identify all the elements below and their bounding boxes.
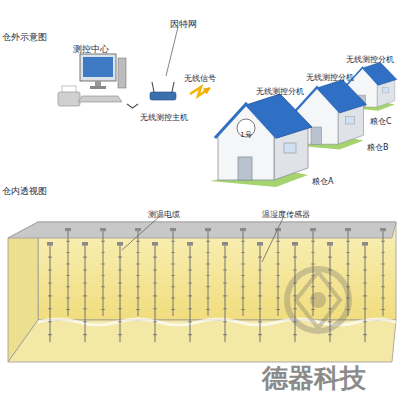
antenna bbox=[152, 82, 154, 92]
logo-diamond bbox=[296, 272, 340, 328]
cable bbox=[222, 242, 228, 342]
text-holder: 无线测控分机 bbox=[256, 80, 304, 98]
granary-label: 粮仓B bbox=[367, 144, 389, 153]
label-holder: 温湿度传感器 bbox=[262, 203, 310, 221]
logo-core bbox=[310, 292, 326, 308]
granary-interior bbox=[8, 222, 396, 362]
node-label: 无线测控分机 bbox=[346, 56, 394, 65]
label-holder: 测温电缆 bbox=[148, 203, 180, 221]
temperature-cables bbox=[47, 228, 386, 342]
cable bbox=[170, 228, 176, 316]
cable bbox=[82, 242, 88, 342]
computer bbox=[78, 54, 126, 102]
cable bbox=[187, 242, 193, 342]
antenna bbox=[172, 82, 174, 92]
text-holder: 无线测控分机 bbox=[306, 66, 354, 84]
watermark-logo bbox=[287, 269, 349, 331]
keyboard bbox=[78, 96, 122, 102]
network-label: 因特网 bbox=[170, 20, 197, 30]
node-label: 无线测控分机 bbox=[306, 74, 354, 83]
node-label: 无线测控主机 bbox=[140, 114, 188, 123]
cable bbox=[135, 228, 141, 316]
granary-station: 无线测控分机粮仓B bbox=[286, 64, 394, 155]
leader-line bbox=[166, 27, 178, 76]
printer bbox=[58, 86, 80, 106]
label-holder: 因特网 bbox=[170, 13, 197, 31]
granary-label: 粮仓C bbox=[370, 118, 392, 127]
cable bbox=[275, 228, 281, 316]
cable bbox=[47, 242, 53, 342]
router bbox=[150, 82, 176, 100]
cable bbox=[65, 228, 71, 316]
cable bbox=[152, 242, 158, 342]
granary-station: 无线测控分机 1号粮仓A bbox=[210, 78, 338, 189]
number-label: 1号 bbox=[240, 132, 251, 140]
edge-label-holder: 无线信号 bbox=[182, 67, 218, 85]
leader-line bbox=[122, 216, 160, 250]
section-heading: 仓外示意图 bbox=[2, 33, 47, 43]
monitor bbox=[80, 54, 116, 81]
cable bbox=[100, 228, 106, 316]
cable bbox=[257, 242, 263, 342]
text-holder: 粮仓B bbox=[367, 136, 389, 154]
node-label: 测控中心 bbox=[73, 45, 109, 55]
monitor-stand bbox=[95, 81, 101, 86]
text-holder: 测控中心 bbox=[73, 38, 109, 56]
watermark: 德器科技 bbox=[262, 364, 366, 393]
screen bbox=[83, 57, 113, 77]
section-heading: 仓内透视图 bbox=[2, 187, 47, 197]
control-center: 测控中心 bbox=[55, 38, 127, 120]
node-label: 无线测控分机 bbox=[256, 88, 304, 97]
label-holder: 德器科技 bbox=[262, 364, 366, 393]
granary-label: 粮仓A bbox=[312, 178, 333, 187]
text-holder: 粮仓A bbox=[312, 170, 333, 188]
network-cable bbox=[127, 104, 138, 108]
granary-station: 无线测控分机粮仓C bbox=[342, 46, 398, 129]
part-label: 测温电缆 bbox=[148, 211, 180, 220]
cable bbox=[380, 228, 386, 316]
granary-house bbox=[210, 94, 312, 187]
wireless-host: 无线测控主机 bbox=[138, 80, 190, 125]
text-holder: 粮仓C bbox=[370, 110, 392, 128]
text-holder: 无线测控分机 bbox=[346, 48, 394, 66]
cable bbox=[362, 242, 368, 342]
label-holder: 仓内透视图 bbox=[2, 180, 47, 198]
printer-body bbox=[58, 92, 80, 106]
cable bbox=[117, 242, 123, 342]
monitor-base bbox=[90, 86, 106, 89]
signal-label: 无线信号 bbox=[182, 75, 218, 84]
router-body bbox=[150, 92, 176, 100]
logo-ring bbox=[287, 269, 349, 331]
cable bbox=[292, 242, 298, 342]
wireless-signal bbox=[190, 87, 210, 96]
cable bbox=[240, 228, 246, 316]
computer-tower bbox=[118, 58, 126, 88]
part-label: 温湿度传感器 bbox=[262, 211, 310, 220]
leader-line bbox=[262, 216, 284, 262]
text-holder: 1号 bbox=[240, 123, 251, 141]
label-holder: 仓外示意图 bbox=[2, 26, 47, 44]
cable bbox=[205, 228, 211, 316]
text-holder: 无线测控主机 bbox=[140, 106, 188, 124]
